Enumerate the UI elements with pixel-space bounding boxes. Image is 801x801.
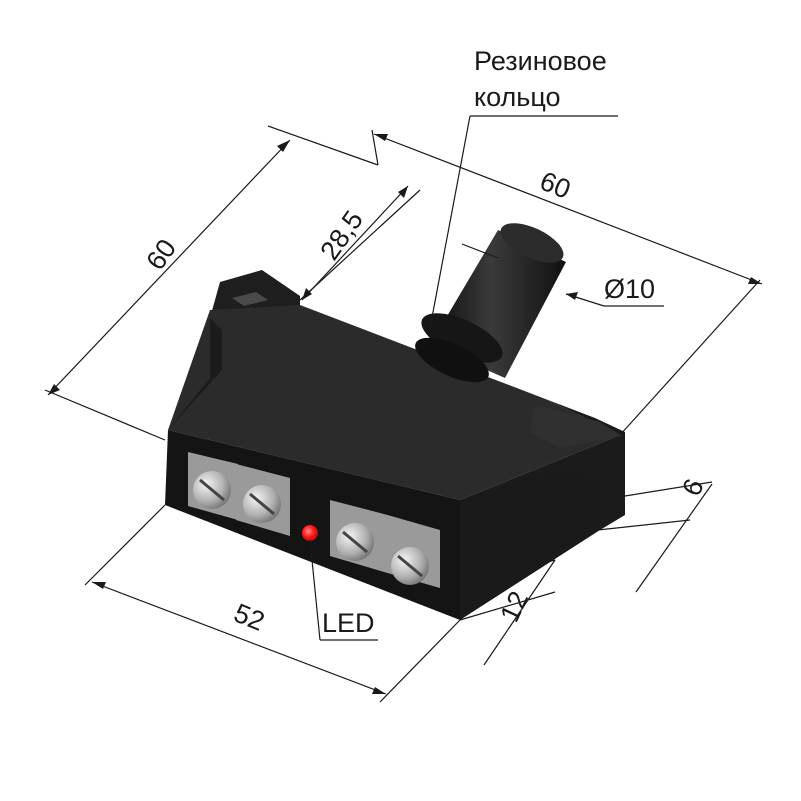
housing-top-face [168, 305, 620, 500]
dim-line-60-top [373, 133, 763, 285]
rod-end-cap [500, 223, 564, 263]
label-dim-6: 6 [676, 474, 710, 500]
sensor-rod [415, 223, 566, 383]
dim-line-52 [91, 581, 387, 695]
left-flange-slot [232, 292, 268, 306]
label-rubber-ring-line1: Резиновое [474, 46, 607, 76]
right-flange-top [530, 405, 622, 448]
housing-left-face [168, 318, 222, 430]
label-dim-52: 52 [230, 598, 269, 637]
terminal-2 [236, 464, 290, 536]
led-indicator [302, 525, 318, 541]
dimension-lines [44, 115, 763, 703]
led-leader [309, 539, 321, 641]
terminal-block [188, 452, 440, 588]
terminal-1 [188, 452, 238, 520]
rod-base [415, 337, 489, 383]
label-dim-60-left: 60 [140, 234, 182, 276]
dim-line-6 [635, 483, 713, 593]
label-rubber-ring-line2: кольцо [474, 82, 561, 112]
dim-line-28-5 [301, 185, 409, 301]
terminal-3 [330, 500, 384, 572]
dim-line-12 [483, 559, 556, 666]
rubber-ring-leader [429, 115, 471, 329]
dim-line-60-left [47, 139, 291, 396]
label-dim-28-5: 28,5 [314, 205, 369, 265]
label-diameter: Ø10 [604, 274, 655, 304]
terminal-4 [384, 514, 440, 588]
label-led: LED [322, 608, 375, 638]
housing-right-face [460, 468, 600, 620]
rubber-ring [421, 313, 503, 363]
